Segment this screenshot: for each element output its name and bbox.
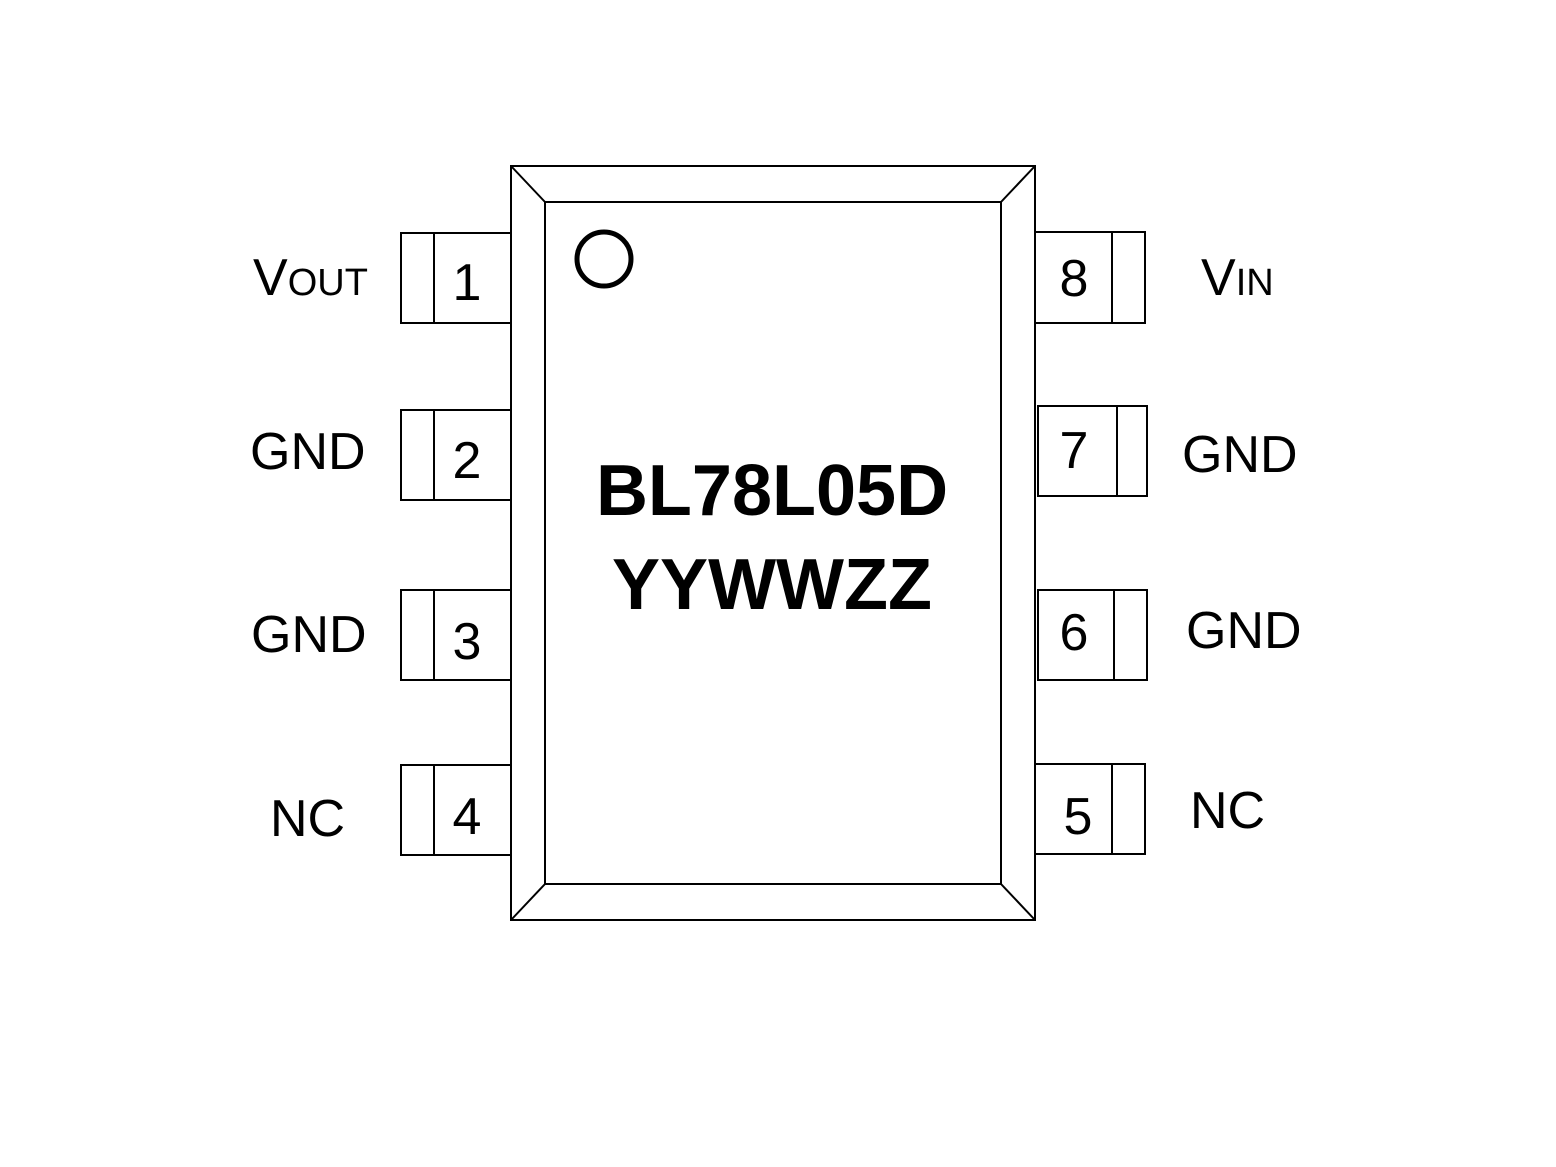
pin-4-lead: [400, 764, 512, 856]
pin-4-number: 4: [453, 788, 482, 846]
pin-8-label-sub: IN: [1236, 262, 1274, 304]
pin-4-label: NC: [270, 790, 345, 848]
pin-5-number: 5: [1064, 788, 1093, 846]
pin-3: 3 GND: [251, 589, 512, 681]
pin-7-lead: [1037, 405, 1148, 497]
pin-3-number: 3: [453, 613, 482, 671]
pin-6-number: 6: [1060, 604, 1089, 662]
pin-5-label: NC: [1190, 782, 1265, 840]
pin-6-lead: [1037, 589, 1148, 681]
part-number-marking: BL78L05D: [596, 451, 948, 531]
pin-1-label-main: V: [253, 249, 288, 307]
pin-4: 4 NC: [270, 764, 512, 856]
date-code-marking: YYWWZZ: [612, 545, 932, 625]
pin-8-label: VIN: [1201, 249, 1274, 307]
pin-2: 2 GND: [250, 409, 512, 501]
pin1-indicator-dot: [574, 229, 634, 289]
package-inner-outline: [544, 201, 1002, 885]
pin-1-label-sub: OUT: [288, 262, 368, 304]
pin-1-lead: [400, 232, 512, 324]
pin-6: 6 GND: [1037, 589, 1302, 681]
chip-package: [510, 165, 1036, 921]
pin-2-label: GND: [250, 423, 366, 481]
pin-2-number: 2: [453, 432, 482, 490]
pin-7-number: 7: [1060, 422, 1089, 480]
pin-1-number: 1: [453, 254, 482, 312]
package-outer-outline: [510, 165, 1036, 921]
pin-7: 7 GND: [1037, 405, 1298, 497]
package-bevel-corner: [510, 883, 546, 921]
pin-8-label-main: V: [1201, 249, 1236, 307]
pin-3-label: GND: [251, 606, 367, 664]
pin-7-label: GND: [1182, 426, 1298, 484]
package-bevel-corner: [1000, 165, 1036, 203]
package-bevel-corner: [1000, 883, 1036, 921]
pin-8-lead: [1034, 231, 1146, 324]
pin-2-lead: [400, 409, 512, 501]
pin-5: 5 NC: [1034, 763, 1265, 855]
pin-8: 8 VIN: [1034, 231, 1274, 324]
pin-3-lead: [400, 589, 512, 681]
pin-5-lead: [1034, 763, 1146, 855]
pin-8-number: 8: [1060, 250, 1089, 308]
pin-1: 1 VOUT: [253, 232, 512, 324]
pin-6-label: GND: [1186, 602, 1302, 660]
pin-1-label: VOUT: [253, 249, 368, 307]
package-bevel-corner: [510, 165, 546, 203]
